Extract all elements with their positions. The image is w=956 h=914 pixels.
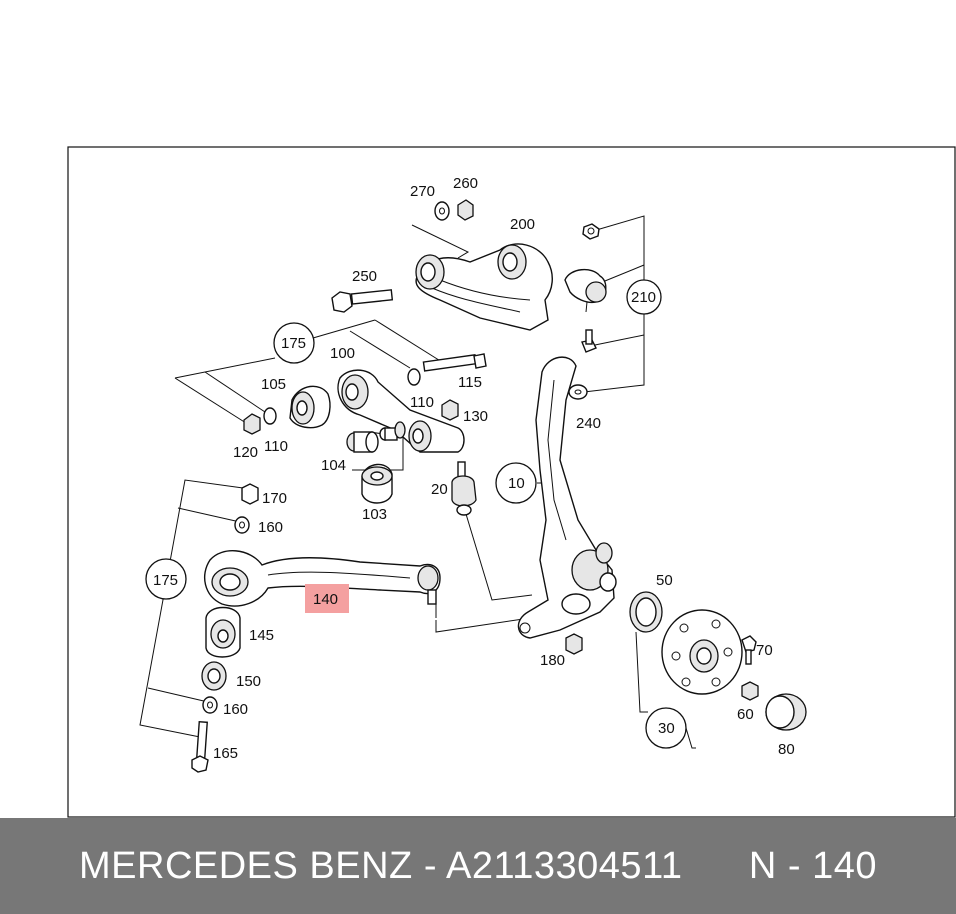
label-150: 150: [236, 673, 261, 690]
ball-joint-20: [451, 461, 477, 516]
label-104: 104: [321, 457, 346, 474]
bolt-165: [191, 721, 209, 773]
bolt-250: [331, 289, 394, 313]
upper-control-arm: [415, 243, 553, 331]
lower-control-arm: [203, 550, 441, 618]
label-270: 270: [410, 183, 435, 200]
label-130: 130: [463, 408, 488, 425]
nut-260: [457, 199, 474, 221]
seal-50: [629, 591, 663, 633]
label-175-top: 175: [281, 335, 306, 352]
part-number: A2113304511: [445, 845, 683, 887]
label-70: 70: [756, 642, 773, 659]
bushing-145: [205, 606, 241, 658]
tension-strut: [337, 369, 465, 453]
parts-diagram: 270 260 200 250 210 175 100 115 105 110 …: [67, 146, 956, 818]
label-60: 60: [737, 706, 754, 723]
label-120: 120: [233, 444, 258, 461]
footer-bar: MERCEDES BENZ - A2113304511 N - 140: [0, 818, 956, 914]
label-160-a: 160: [258, 519, 283, 536]
bushing-103: [361, 463, 393, 504]
wheel-hub: [661, 609, 743, 695]
callout-circle-175-top: [273, 322, 315, 364]
label-180: 180: [540, 652, 565, 669]
bushing-104: [346, 421, 406, 453]
highlight-box: [305, 584, 349, 613]
part-labels: 270 260 200 250 210 175 100 115 105 110 …: [153, 175, 795, 762]
washer-160-top: [234, 516, 250, 534]
label-110-b: 110: [264, 438, 288, 455]
steering-knuckle: [517, 356, 617, 639]
label-175-left: 175: [153, 572, 178, 589]
callout-circle-210: [626, 279, 662, 315]
label-105: 105: [261, 376, 286, 393]
label-20: 20: [431, 481, 448, 498]
nut-120: [243, 413, 261, 435]
label-200: 200: [510, 216, 535, 233]
label-10: 10: [508, 475, 525, 492]
label-80: 80: [778, 741, 795, 758]
ball-joint-top: [564, 269, 607, 313]
nut-170: [241, 483, 259, 505]
label-160-b: 160: [223, 701, 248, 718]
callout-circle-175-left: [145, 558, 187, 600]
cap-80: [765, 693, 807, 731]
footer-caption: MERCEDES BENZ - A2113304511 N - 140: [0, 818, 956, 914]
washer-110: [263, 407, 277, 425]
nut-180: [565, 633, 583, 655]
label-260: 260: [453, 175, 478, 192]
bushing-150: [201, 661, 227, 691]
label-103: 103: [362, 506, 387, 523]
label-30: 30: [658, 720, 675, 737]
nut-60: [741, 681, 759, 701]
callout-circle-10: [495, 462, 537, 504]
nut-130: [441, 399, 459, 421]
washer-270: [434, 201, 450, 221]
label-250: 250: [352, 268, 377, 285]
position-number: N - 140: [748, 845, 877, 887]
leader-lines: [139, 215, 696, 749]
label-115: 115: [458, 374, 482, 391]
label-100: 100: [330, 345, 355, 362]
nut-200: [582, 223, 600, 240]
bolt-115: [407, 353, 487, 386]
label-170: 170: [262, 490, 287, 507]
label-165: 165: [213, 745, 238, 762]
brand-name: MERCEDES BENZ: [79, 845, 413, 887]
callout-circle-30: [645, 707, 687, 749]
label-210: 210: [631, 289, 656, 306]
label-110-a: 110: [410, 394, 434, 411]
screw-240: [568, 329, 597, 400]
label-50: 50: [656, 572, 673, 589]
caption-gap: [683, 845, 749, 887]
caption-separator: -: [412, 845, 446, 887]
washer-160-bottom: [202, 696, 218, 714]
label-240: 240: [576, 415, 601, 432]
bushing-105: [289, 385, 331, 429]
label-140: 140: [313, 591, 338, 608]
label-145: 145: [249, 627, 274, 644]
bolt-70: [741, 635, 757, 665]
